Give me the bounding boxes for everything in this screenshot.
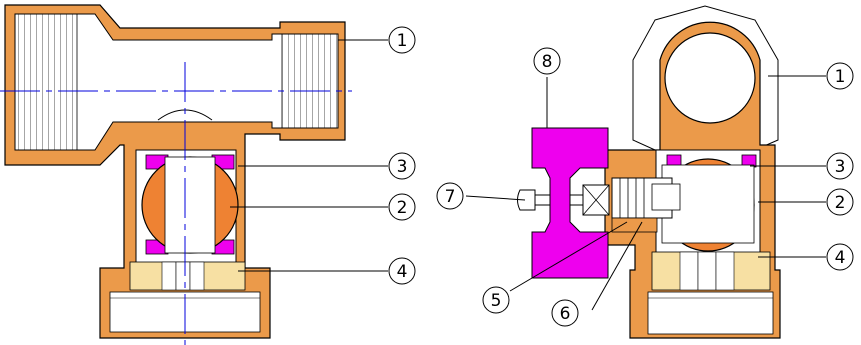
callouts — [230, 39, 826, 311]
label-left-4: 4 — [397, 262, 408, 282]
label-5: 5 — [491, 291, 502, 311]
brass-slot-3 — [189, 261, 205, 291]
label-7: 7 — [445, 187, 456, 207]
callout-labels: 1 3 2 4 1 3 2 4 5 6 7 8 — [397, 31, 846, 324]
label-right-4: 4 — [835, 248, 846, 268]
screw-head — [517, 189, 536, 211]
label-8: 8 — [542, 52, 553, 72]
label-left-2: 2 — [397, 198, 408, 218]
callout-circles — [388, 26, 854, 327]
label-right-3: 3 — [835, 157, 846, 177]
label-left-3: 3 — [397, 157, 408, 177]
ball-bore — [164, 156, 216, 254]
right-valve-section — [517, 5, 781, 339]
brass-slot-1 — [161, 261, 177, 291]
label-6: 6 — [560, 304, 571, 324]
right-thread — [281, 33, 339, 129]
bottom-nut-bore — [647, 291, 774, 335]
stem-bearing — [611, 217, 658, 233]
label-right-1: 1 — [835, 67, 846, 87]
brass-slot-2 — [175, 261, 191, 291]
left-tee-valve — [0, 4, 352, 345]
handle — [531, 127, 609, 279]
label-left-1: 1 — [397, 31, 408, 51]
left-thread — [14, 13, 78, 151]
label-right-2: 2 — [835, 193, 846, 213]
top-ring-bore — [664, 32, 756, 124]
